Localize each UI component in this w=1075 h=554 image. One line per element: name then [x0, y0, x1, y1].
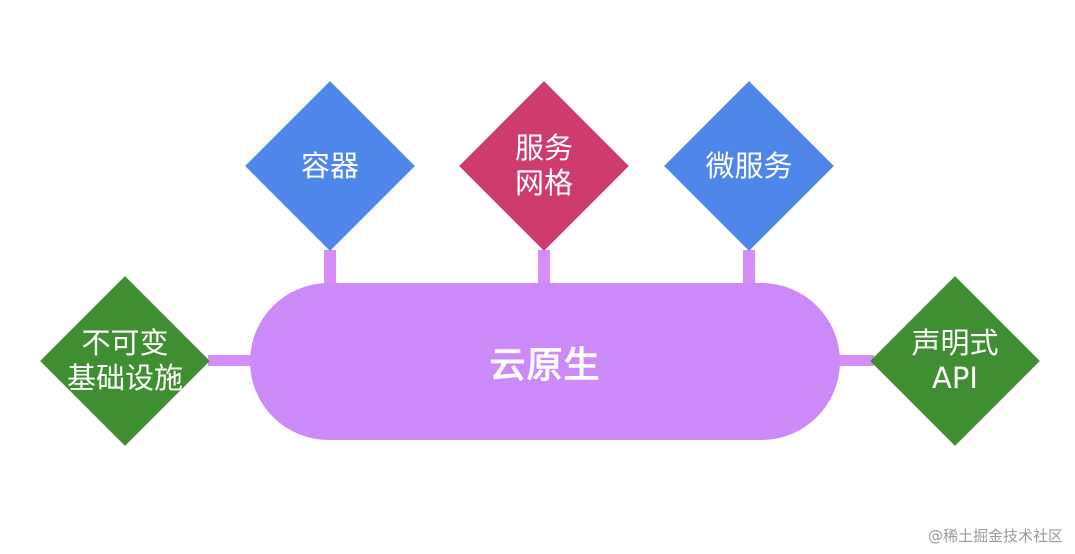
connector-service-mesh	[538, 250, 550, 286]
connector-microservices	[743, 250, 755, 286]
node-label-line: 服务	[514, 131, 573, 165]
node-container: 容器	[245, 81, 415, 251]
node-immutable-infra: 不可变 基础设施	[40, 276, 210, 446]
connector-container	[324, 250, 336, 286]
watermark: @稀土掘金技术社区	[927, 527, 1063, 545]
node-label-line: 微服务	[705, 148, 793, 183]
node-declarative-api: 声明式 API	[870, 276, 1040, 446]
cloud-native-pill: 云原生	[250, 283, 840, 440]
node-label-line: API	[932, 361, 978, 395]
node-microservices: 微服务	[664, 81, 834, 251]
connector-declarative-api	[836, 355, 874, 366]
node-label-line: 不可变	[81, 326, 169, 360]
cloud-native-label: 云原生	[489, 344, 601, 386]
node-label-line: 声明式	[911, 326, 999, 360]
node-service-mesh: 服务 网格	[459, 81, 629, 251]
node-label-line: 网格	[514, 166, 573, 200]
node-label-line: 基础设施	[66, 361, 183, 395]
connector-immutable-infra	[208, 355, 254, 366]
node-label-line: 容器	[300, 148, 359, 183]
